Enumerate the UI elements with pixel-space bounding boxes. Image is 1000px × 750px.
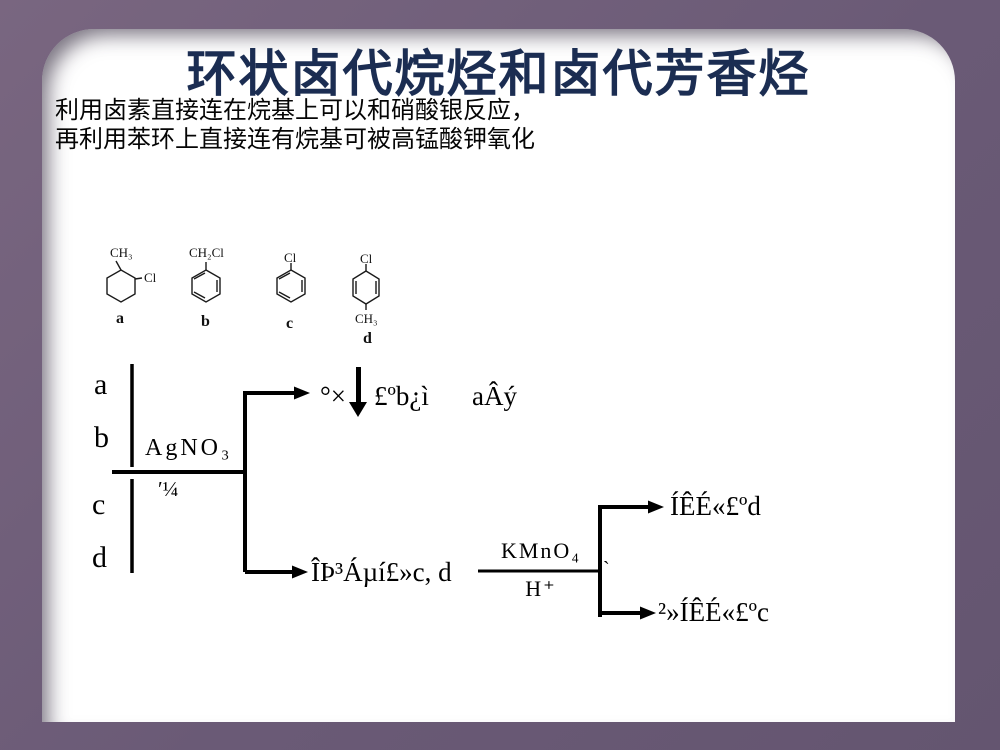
junction-mark: ˋ (603, 558, 610, 580)
group-c-top: Cl (284, 250, 297, 265)
flow-input-a: a (94, 368, 108, 401)
reagent-label: AgNO₃ (145, 435, 233, 461)
branch-top-slow: aÂý (472, 381, 517, 411)
group-d-bottom: CH₃ (355, 311, 378, 326)
group-d-top: Cl (360, 251, 373, 266)
group-a-top: CH₃ (110, 245, 133, 260)
intro-text: 利用卤素直接连在烷基上可以和硝酸银反应， 再利用苯环上直接连有烷基可被高锰酸钾氧… (55, 96, 535, 154)
precipitate-down-arrow-icon (349, 367, 367, 417)
intro-line-1: 利用卤素直接连在烷基上可以和硝酸银反应， (55, 97, 535, 124)
page-title: 环状卤代烷烃和卤代芳香烃 (186, 46, 811, 102)
structure-label-c: c (286, 315, 294, 332)
condition-label: ′¼ (158, 477, 179, 501)
flow-input-b: b (94, 421, 109, 454)
structure-label-d: d (363, 330, 372, 347)
branch-top-precipitate: °× (320, 381, 347, 411)
slide-panel (42, 29, 955, 722)
result-top-text: ÍÊÉ«£ºd (670, 491, 761, 521)
acid-label: H⁺ (525, 576, 557, 601)
structure-label-a: a (116, 310, 124, 327)
group-b-top: CH₂Cl (189, 245, 224, 260)
branch-bottom-text: ÎÞ³Áµí£»c, d (311, 557, 452, 587)
oxidant-label: KMnO₄ (500, 538, 581, 563)
group-a-side: Cl (144, 270, 157, 285)
flow-input-c: c (92, 488, 106, 521)
structure-label-b: b (201, 313, 210, 330)
intro-line-2: 再利用苯环上直接连有烷基可被高锰酸钾氧化 (55, 126, 535, 153)
flow-input-d: d (92, 541, 107, 574)
result-bottom-text: ²»ÍÊÉ«£ºc (658, 597, 769, 627)
branch-top-detail: £ºb¿ì (374, 381, 429, 411)
